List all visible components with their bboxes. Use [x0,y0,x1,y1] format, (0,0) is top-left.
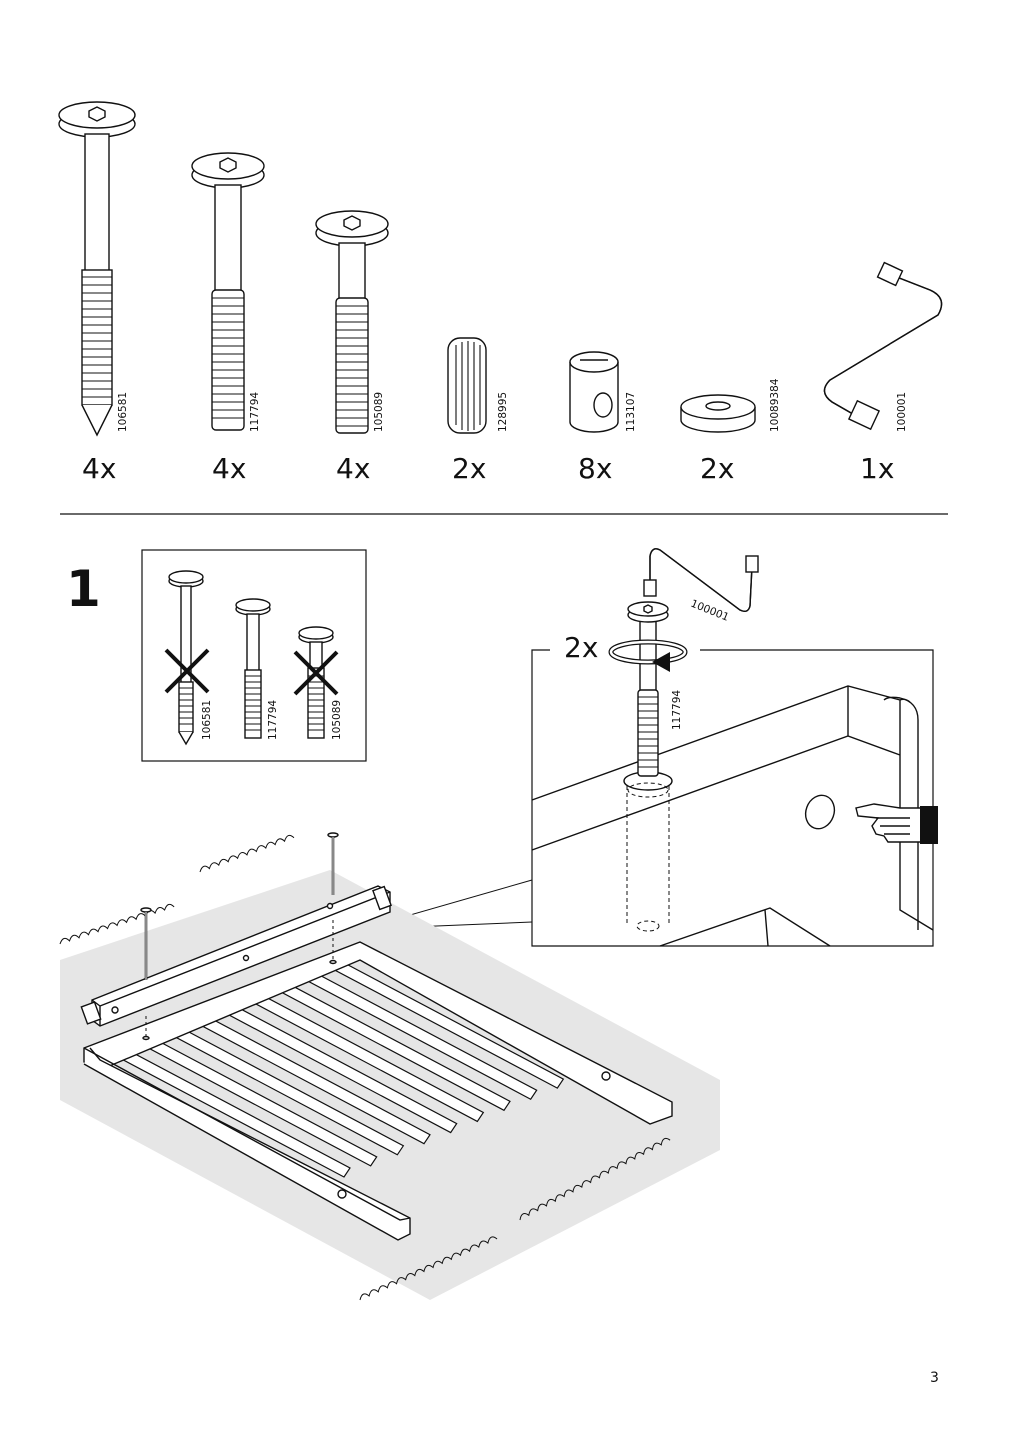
medium-bolt-icon [327,832,339,895]
part-quantity: 4x [212,452,246,485]
part-quantity: 4x [336,452,370,485]
wooden-dowel-icon [447,337,487,434]
selector-part-number: 105089 [331,700,343,740]
detail-bolt-part-number: 117794 [671,690,683,730]
backrest-frame-illustration [80,832,673,1241]
part-number-label: 117794 [249,392,261,432]
part-quantity: 2x [452,452,486,485]
part-number-label: 106581 [117,392,129,432]
medium-bolt-icon [235,598,271,739]
part-number-label: 105089 [373,392,385,432]
part-number-label: 128995 [497,392,509,432]
washer-icon [680,394,756,433]
allen-key-icon [823,261,943,431]
long-bolt-pointed-icon [168,570,204,746]
allen-key-icon [643,548,759,613]
short-bolt-icon [315,210,389,434]
part-quantity: 8x [578,452,612,485]
part-number-label: 100001 [896,392,908,432]
cross-mark-icon [293,650,339,696]
selector-part-number: 117794 [267,700,279,740]
detail-quantity: 2x [564,631,598,664]
part-quantity: 4x [82,452,116,485]
part-number-label: 10089384 [769,378,781,432]
medium-bolt-icon [140,907,152,980]
part-number-label: 113107 [625,392,637,432]
pointing-hand-icon [855,803,938,844]
page-number: 3 [930,1370,939,1386]
detail-key-part-number: 100001 [689,598,731,624]
part-quantity: 2x [700,452,734,485]
medium-bolt-icon [627,601,669,777]
step-number: 1 [66,560,101,618]
detail-callout: 2x 117794 [531,548,938,947]
long-bolt-pointed-icon [58,101,136,437]
part-quantity: 1x [860,452,894,485]
medium-bolt-icon [191,152,265,431]
short-bolt-icon [298,626,334,739]
bolt-selector-box: 106581 117794 105089 [141,549,367,762]
cross-mark-icon [164,648,210,694]
barrel-nut-icon [569,351,619,433]
rotate-clockwise-icon [608,639,688,672]
selector-part-number: 106581 [201,700,213,740]
